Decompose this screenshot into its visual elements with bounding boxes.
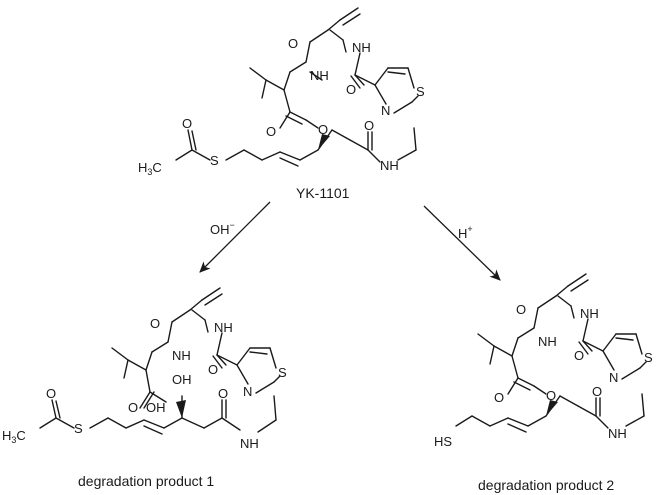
atom-s: S <box>644 350 653 365</box>
atom-o: O <box>128 400 138 415</box>
atom-nh: NH <box>172 348 191 363</box>
atom-o: O <box>364 118 374 133</box>
atom-o: O <box>516 302 526 317</box>
atom-nh: NH <box>580 306 599 321</box>
compound-name: YK-1101 <box>296 185 350 201</box>
reaction-arrow-acid <box>423 205 501 281</box>
atom-o: O <box>208 362 218 377</box>
atom-nh: NH <box>240 436 259 451</box>
atom-n: N <box>243 384 252 399</box>
atom-n: N <box>609 370 618 385</box>
atom-s: S <box>278 365 287 380</box>
atom-s: S <box>74 421 83 436</box>
reaction-arrow-base <box>199 201 271 273</box>
hydroxyl-group: OH <box>146 400 166 415</box>
condition-acid: H+ <box>458 224 473 241</box>
atom-s: S <box>416 84 425 99</box>
hydroxyl-group: OH <box>172 372 192 387</box>
atom-o: O <box>574 348 584 363</box>
atom-o: O <box>46 386 56 401</box>
atom-nh: NH <box>310 68 329 83</box>
atom-o: O <box>182 116 192 131</box>
thiol-group: HS <box>434 434 452 449</box>
yk-1101-structure: O NH NH O N S O O O NH S O H3C <box>138 7 425 177</box>
atom-nh: NH <box>608 426 627 441</box>
product-1-structure: O NH NH O N S O OH OH O NH S O H3C <box>2 287 287 451</box>
atom-n: N <box>381 103 390 118</box>
atom-o: O <box>346 82 356 97</box>
atom-nh: NH <box>538 334 557 349</box>
atom-o: O <box>318 122 328 137</box>
product-2-label: degradation product 2 <box>478 477 614 493</box>
atom-o: O <box>150 316 160 331</box>
atom-s: S <box>210 153 219 168</box>
atom-nh: NH <box>214 320 233 335</box>
atom-o: O <box>218 386 228 401</box>
atom-o: O <box>592 384 602 399</box>
product-2-structure: O NH NH O N S O O O NH HS <box>434 273 653 449</box>
atom-o: O <box>288 36 298 51</box>
condition-base: OH− <box>210 220 235 237</box>
methyl-group: H3C <box>138 160 162 177</box>
atom-o: O <box>546 388 556 403</box>
atom-o: O <box>266 124 276 139</box>
atom-o: O <box>494 390 504 405</box>
atom-nh: NH <box>380 158 399 173</box>
product-1-label: degradation product 1 <box>78 473 214 489</box>
atom-nh: NH <box>352 40 371 55</box>
methyl-group: H3C <box>2 428 26 445</box>
